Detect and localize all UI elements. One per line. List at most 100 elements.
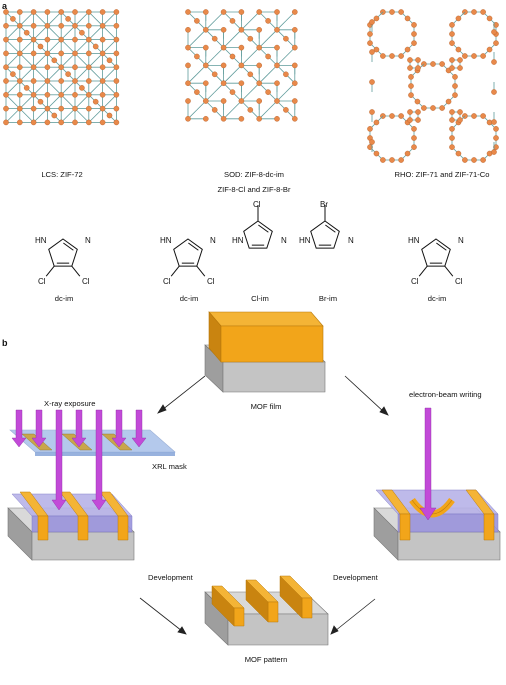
mof-film-label: MOF film (250, 402, 282, 411)
lattice-node (274, 44, 280, 51)
lattice-node (220, 98, 227, 104)
lattice-node (471, 53, 477, 59)
lattice-node (220, 9, 227, 15)
lattice-node (493, 22, 499, 28)
lattice-node (86, 9, 92, 15)
lattice-node (99, 50, 106, 57)
lattice-node (211, 35, 218, 42)
sod-label: SOD: ZIF-8-dc-im (224, 170, 284, 179)
lattice-node (86, 36, 92, 43)
lattice-node (493, 40, 499, 46)
lattice-edge (74, 108, 90, 123)
lattice-edge (74, 94, 90, 109)
lattice-node (480, 113, 486, 119)
lattice-edge (47, 80, 62, 96)
lattice-node (408, 92, 414, 98)
rho-label: RHO: ZIF-71 and ZIF-71-Co (394, 170, 490, 179)
lattice-node (202, 26, 209, 33)
linker4-cl2: Cl (455, 277, 463, 286)
lattice-node (367, 31, 373, 37)
lattice-edge (88, 108, 103, 123)
lattice-node (256, 44, 263, 51)
lattice-node (92, 98, 99, 105)
lattice-node (369, 79, 375, 85)
lattice-node (398, 9, 404, 15)
lattice-node (16, 22, 23, 29)
lattice-node (238, 9, 245, 15)
lattice-node (86, 119, 92, 126)
lattice-node (30, 92, 37, 98)
double-bond (258, 224, 269, 233)
lattice-node (407, 65, 413, 71)
lattice-node (369, 49, 375, 55)
lattice-node (411, 126, 417, 132)
lattice-edge (47, 25, 62, 40)
lattice-node (72, 9, 78, 15)
lattice-node (486, 15, 493, 22)
lattice-node (194, 89, 200, 95)
lattice-node (439, 105, 445, 111)
lattice-node (449, 40, 455, 46)
lattice-node (86, 64, 92, 70)
lattice-node (274, 80, 280, 86)
lattice-edge (5, 53, 21, 68)
lattice-node (491, 59, 497, 65)
lattice-node (247, 71, 254, 78)
lattice-node (449, 135, 455, 141)
lattice-node (452, 92, 458, 98)
lattice-node (449, 22, 455, 28)
lattice-node (99, 105, 106, 112)
lattice-node (185, 80, 191, 86)
lattice-node (72, 78, 78, 84)
linker0-n: N (85, 236, 91, 245)
lattice-node (411, 135, 417, 141)
lattice-node (380, 53, 386, 59)
linker1-cl1: Cl (163, 277, 171, 286)
lattice-node (265, 53, 271, 60)
lattice-node (202, 98, 209, 104)
lattice-node (113, 78, 120, 84)
xrl-mask-label: XRL mask (152, 462, 187, 471)
lattice-node (471, 157, 477, 163)
lattice-edge (88, 66, 103, 82)
lattice-node (72, 36, 78, 43)
lattice-edge (60, 80, 76, 96)
lattice-node (72, 22, 78, 29)
lattice-edge (102, 66, 117, 82)
lattice-node (185, 26, 191, 33)
lattice-edge (33, 25, 48, 40)
substituent-bond (444, 265, 454, 277)
lattice-node (389, 157, 395, 163)
linker2-cl: Cl (253, 200, 261, 209)
lattice-node (491, 29, 497, 35)
lattice-node (369, 139, 375, 145)
lattice-node (367, 40, 373, 46)
panel-a-letter: a (2, 1, 8, 11)
lattice-node (449, 117, 455, 123)
lattice-node (404, 46, 411, 53)
lattice-edge (102, 94, 117, 109)
lattice-node (274, 62, 280, 69)
substituent-bond (170, 265, 180, 277)
lattice-node (256, 116, 263, 122)
lattice-node (373, 150, 380, 157)
lattice-edge (74, 66, 90, 82)
lattice-node (3, 22, 9, 29)
lattice-node (291, 80, 298, 86)
lattice-node (65, 16, 71, 22)
lattice-node (16, 36, 23, 43)
lattice-node (44, 50, 51, 57)
lattice-node (238, 116, 245, 122)
lattice-edge (19, 94, 34, 109)
lattice-node (194, 18, 200, 24)
lattice-node (30, 105, 37, 112)
linker0-hn: HN (35, 236, 47, 245)
lattice-node (194, 53, 200, 60)
lcs-lattice (3, 9, 120, 126)
lattice-node (44, 78, 51, 84)
lattice-node (493, 135, 499, 141)
lattice-node (407, 57, 413, 63)
lattice-node (3, 64, 9, 70)
lattice-edge (33, 66, 48, 82)
